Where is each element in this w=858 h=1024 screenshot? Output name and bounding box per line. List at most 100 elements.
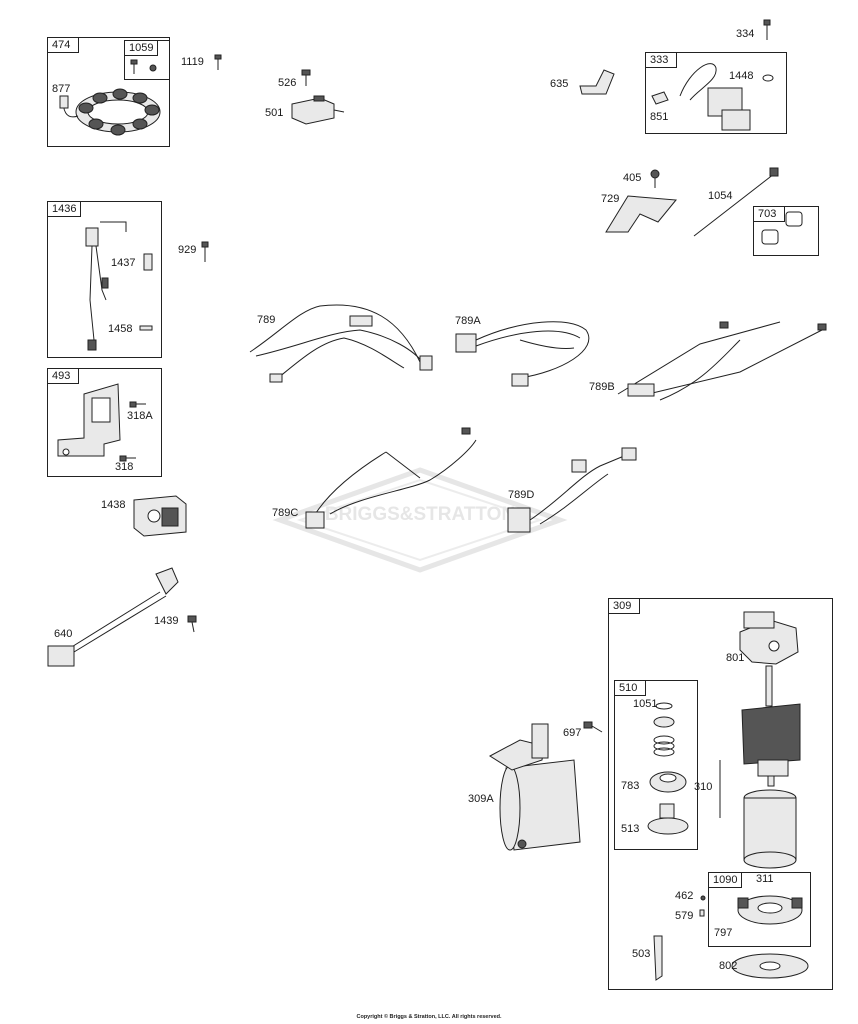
module-1438[interactable] (133, 495, 187, 537)
part-label-1119[interactable]: 1119 (181, 56, 204, 68)
end-cap-802[interactable] (731, 953, 809, 979)
part-label-318[interactable]: 318 (115, 461, 134, 473)
rectifier-501[interactable] (291, 95, 345, 125)
screw-697[interactable] (583, 721, 603, 733)
harness-789D[interactable] (507, 447, 637, 533)
part-label-802[interactable]: 802 (719, 960, 738, 972)
part-label-929[interactable]: 929 (178, 244, 197, 256)
screw-1059[interactable] (130, 59, 157, 74)
part-label-635[interactable]: 635 (550, 78, 569, 90)
part-label-405[interactable]: 405 (623, 172, 642, 184)
screw-526[interactable] (301, 69, 311, 86)
retainer-1051[interactable] (653, 702, 675, 728)
fastener-1437[interactable] (143, 253, 153, 271)
group-tag-1090[interactable]: 1090 (708, 872, 743, 888)
spring[interactable] (653, 735, 675, 757)
screw-318[interactable] (119, 455, 136, 462)
part-label-801[interactable]: 801 (726, 652, 745, 664)
part-label-729[interactable]: 729 (601, 193, 620, 205)
part-label-311[interactable]: 311 (756, 873, 774, 885)
part-label-318A[interactable]: 318A (127, 410, 153, 422)
harness-640[interactable] (47, 567, 179, 667)
copyright-notice: Copyright © Briggs & Stratton, LLC. All … (356, 1014, 502, 1020)
part-label-513[interactable]: 513 (621, 823, 640, 835)
part-label-1448[interactable]: 1448 (729, 70, 754, 82)
group-box-474 (47, 37, 170, 147)
elbow-635[interactable] (579, 69, 615, 95)
watermark-text: BRIGGS&STRATTON (325, 504, 515, 525)
part-label-501[interactable]: 501 (265, 107, 284, 119)
part-label-877[interactable]: 877 (52, 83, 71, 95)
group-tag-1059[interactable]: 1059 (124, 40, 159, 56)
group-box-1090 (708, 872, 811, 947)
screw-929[interactable] (201, 241, 209, 262)
part-label-503[interactable]: 503 (632, 948, 651, 960)
shield-729[interactable] (605, 195, 677, 233)
harness-789[interactable] (249, 304, 433, 383)
group-box-333 (645, 52, 787, 134)
group-box-703 (753, 206, 819, 256)
part-label-1437[interactable]: 1437 (111, 257, 136, 269)
part-label-783[interactable]: 783 (621, 780, 640, 792)
bracket-493[interactable] (57, 383, 121, 457)
part-label-1051[interactable]: 1051 (633, 698, 658, 710)
armature[interactable] (741, 665, 801, 787)
group-tag-333[interactable]: 333 (645, 52, 677, 68)
part-label-526[interactable]: 526 (278, 77, 297, 89)
part-label-462[interactable]: 462 (675, 890, 694, 902)
screw-1119[interactable] (214, 54, 222, 70)
group-box-493 (47, 368, 162, 477)
part-label-797[interactable]: 797 (714, 927, 733, 939)
part-label-789B[interactable]: 789B (589, 381, 615, 393)
part-label-697[interactable]: 697 (563, 727, 582, 739)
brush-holder-1090[interactable] (737, 895, 803, 925)
part-label-309A[interactable]: 309A (468, 793, 494, 805)
gear-783[interactable] (649, 771, 687, 793)
part-label-1439[interactable]: 1439 (154, 615, 179, 627)
part-label-1458[interactable]: 1458 (108, 323, 133, 335)
part-label-851[interactable]: 851 (650, 111, 669, 123)
part-label-789D[interactable]: 789D (508, 489, 535, 501)
starter-309A[interactable] (489, 723, 581, 851)
plate-503[interactable] (653, 935, 663, 981)
part-label-1054[interactable]: 1054 (708, 190, 733, 202)
group-tag-309[interactable]: 309 (608, 598, 640, 614)
harness-789B[interactable] (617, 321, 827, 401)
harness-1436[interactable] (85, 221, 127, 351)
part-label-640[interactable]: 640 (54, 628, 73, 640)
part-label-789[interactable]: 789 (257, 314, 276, 326)
group-tag-493[interactable]: 493 (47, 368, 79, 384)
ignition-coil-333[interactable] (651, 63, 774, 131)
pin-1458[interactable] (139, 325, 153, 331)
stator-part-474[interactable] (59, 88, 161, 136)
screw-405[interactable] (650, 169, 660, 188)
harness-789A[interactable] (455, 321, 590, 387)
group-tag-703[interactable]: 703 (753, 206, 785, 222)
group-box-1436 (47, 201, 162, 358)
part-579[interactable] (699, 909, 705, 917)
tie-1054[interactable] (693, 167, 779, 237)
part-462[interactable] (700, 895, 706, 901)
group-tag-1436[interactable]: 1436 (47, 201, 82, 217)
part-label-579[interactable]: 579 (675, 910, 694, 922)
part-label-789C[interactable]: 789C (272, 507, 299, 519)
group-box-510 (614, 680, 698, 850)
clip-703[interactable] (761, 211, 803, 245)
group-box-309 (608, 598, 833, 990)
harness-789C[interactable] (305, 427, 477, 529)
bracket-801[interactable] (739, 611, 799, 665)
housing[interactable] (743, 789, 797, 869)
part-label-789A[interactable]: 789A (455, 315, 481, 327)
screw-318A[interactable] (129, 401, 146, 408)
brand-watermark: BRIGGS&STRATTON (272, 467, 568, 573)
group-tag-474[interactable]: 474 (47, 37, 79, 53)
part-label-310[interactable]: 310 (694, 781, 713, 793)
part-label-1438[interactable]: 1438 (101, 499, 126, 511)
screw-334[interactable] (763, 19, 771, 40)
part-label-334[interactable]: 334 (736, 28, 755, 40)
group-tag-510[interactable]: 510 (614, 680, 646, 696)
drive-513[interactable] (647, 803, 689, 835)
screw-1439[interactable] (187, 615, 197, 633)
